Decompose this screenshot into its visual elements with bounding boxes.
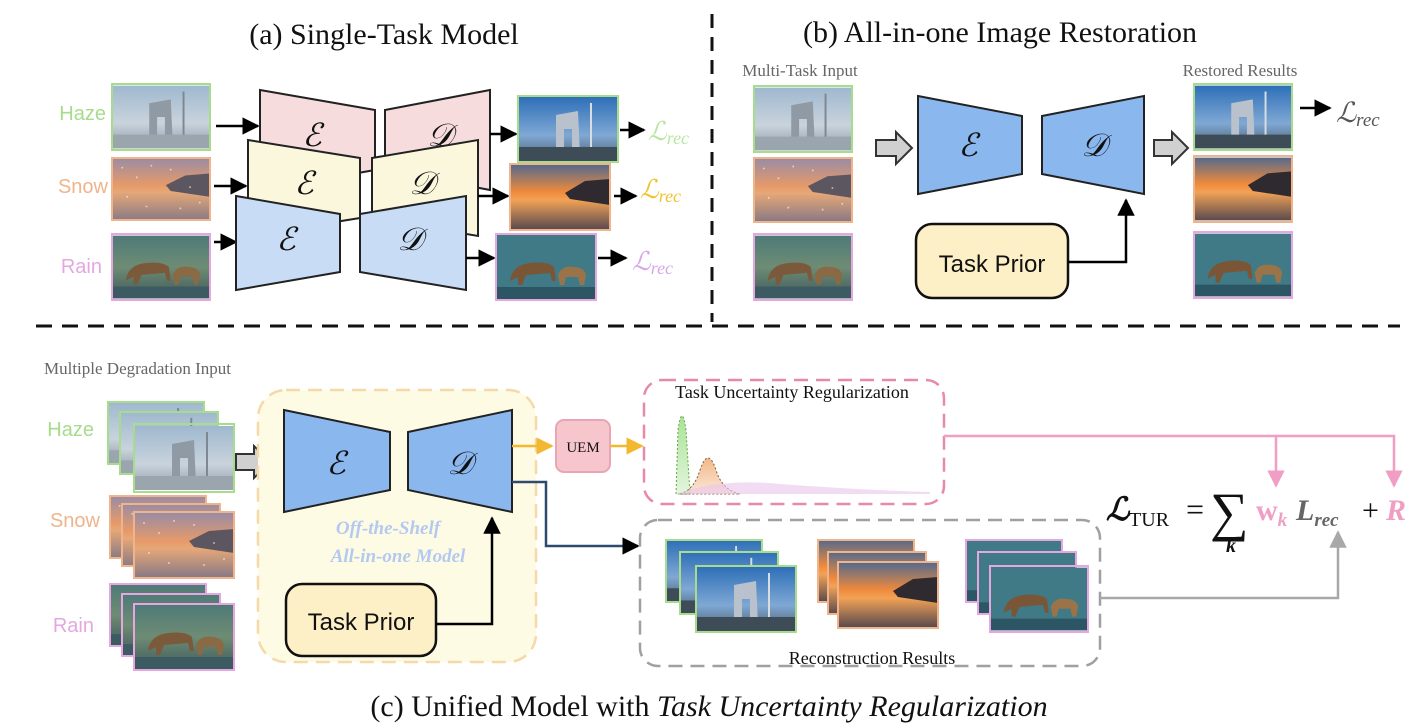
panel-b-loss: ℒrec (1336, 98, 1380, 131)
panel-a-title: (a) Single-Task Model (249, 18, 519, 51)
panel-b-arrow-out (1153, 129, 1190, 167)
panel-c-label-haze: Haze (47, 419, 94, 441)
panel-a-input-rain (111, 233, 211, 301)
panel-b-decoder: 𝒟 (1041, 94, 1145, 196)
panel-c-model-caption-1: Off-the-Shelf (336, 518, 442, 539)
panel-b-input-rain (753, 233, 853, 301)
panel-a-output-snow (509, 163, 611, 231)
panel-b-input-label: Multi-Task Input (742, 61, 858, 80)
formula-equals: = (1186, 491, 1204, 527)
panel-b-input-snow (753, 157, 853, 223)
panel-c-input-label: Multiple Degradation Input (44, 359, 231, 378)
panel-b-output-snow (1193, 155, 1293, 223)
panel-c-arrow-to-recon (512, 480, 640, 555)
panel-c-label-snow: Snow (50, 510, 101, 532)
panel-c-tur-title: Task Uncertainty Regularization (675, 382, 909, 402)
panel-c-tur-box (642, 378, 946, 506)
panel-a-label-snow: Snow (58, 176, 109, 198)
panel-c-recon-label: Reconstruction Results (789, 648, 955, 668)
panel-b-output-haze (1193, 83, 1293, 151)
svg-text:Task Prior: Task Prior (308, 609, 415, 636)
panel-a-loss-haze: ℒrec (648, 117, 689, 148)
panel-b-input-haze (753, 85, 853, 153)
panel-c-recon-rain-stack (965, 539, 1089, 633)
panel-c-formula: ℒTUR = ∑ k wk Lrec + R (1106, 482, 1406, 557)
panel-c-input-rain-stack (109, 583, 235, 671)
panel-c-pink-line-r (1276, 434, 1403, 488)
panel-c-grey-line (1100, 530, 1347, 600)
formula-weight: wk (1256, 494, 1288, 531)
panel-c-pink-line-w (944, 434, 1285, 488)
panel-b-encoder: ℰ (917, 94, 1023, 196)
panel-a-rain-decoder: 𝒟 (359, 194, 467, 292)
panel-c-decoder: 𝒟 (407, 408, 513, 514)
panel-b-task-prior: Task Prior (914, 222, 1070, 300)
panel-b-prior-arrow (1068, 198, 1135, 264)
panel-c-input-snow-stack (109, 495, 235, 579)
panel-a-loss-snow: ℒrec (640, 175, 681, 206)
svg-text:ℰ: ℰ (958, 127, 981, 163)
formula-r: R (1385, 494, 1406, 527)
formula-sum: ∑ (1210, 482, 1249, 542)
panel-c-model-caption-2: All-in-one Model (330, 546, 466, 567)
panel-a-output-rain (495, 233, 597, 301)
panel-c-encoder: ℰ (283, 408, 391, 514)
formula-sum-sub: k (1226, 535, 1236, 557)
panel-c-recon-snow-stack (817, 539, 939, 629)
panel-c-task-prior: Task Prior (284, 582, 438, 658)
panel-a-input-snow (111, 157, 211, 221)
panel-c-label-rain: Rain (53, 615, 94, 637)
panel-c-prior-arrow (436, 516, 501, 626)
panel-c-input-haze-stack (107, 401, 235, 493)
svg-text:ℰ: ℰ (326, 445, 349, 481)
panel-a-label-haze: Haze (59, 103, 106, 125)
panel-c-recon-haze-stack (665, 539, 797, 633)
panel-b-title: (b) All-in-one Image Restoration (803, 16, 1197, 49)
panel-c-uem: UEM (555, 419, 611, 473)
svg-text:Task Prior: Task Prior (939, 251, 1046, 278)
formula-plus: + (1362, 494, 1379, 527)
formula-lrec: Lrec (1295, 494, 1339, 531)
svg-text:ℰ: ℰ (302, 117, 325, 153)
panel-a-input-haze (111, 83, 211, 151)
panel-a-output-haze (517, 95, 619, 163)
panel-b-output-label: Restored Results (1183, 61, 1298, 80)
svg-text:UEM: UEM (566, 440, 599, 456)
panel-c-uncertainty-curves (675, 415, 930, 495)
panel-c-caption: (c) Unified Model with Task Uncertainty … (370, 690, 1047, 723)
panel-a-label-rain: Rain (61, 256, 102, 278)
panel-a-rain-encoder: ℰ (235, 194, 341, 292)
panel-b-arrow-in (875, 129, 914, 167)
panel-a-loss-rain: ℒrec (632, 247, 673, 278)
svg-text:ℰ: ℰ (294, 165, 317, 201)
panel-b-output-rain (1193, 231, 1293, 299)
formula-lhs: ℒTUR (1106, 491, 1170, 531)
svg-text:ℰ: ℰ (276, 221, 299, 257)
